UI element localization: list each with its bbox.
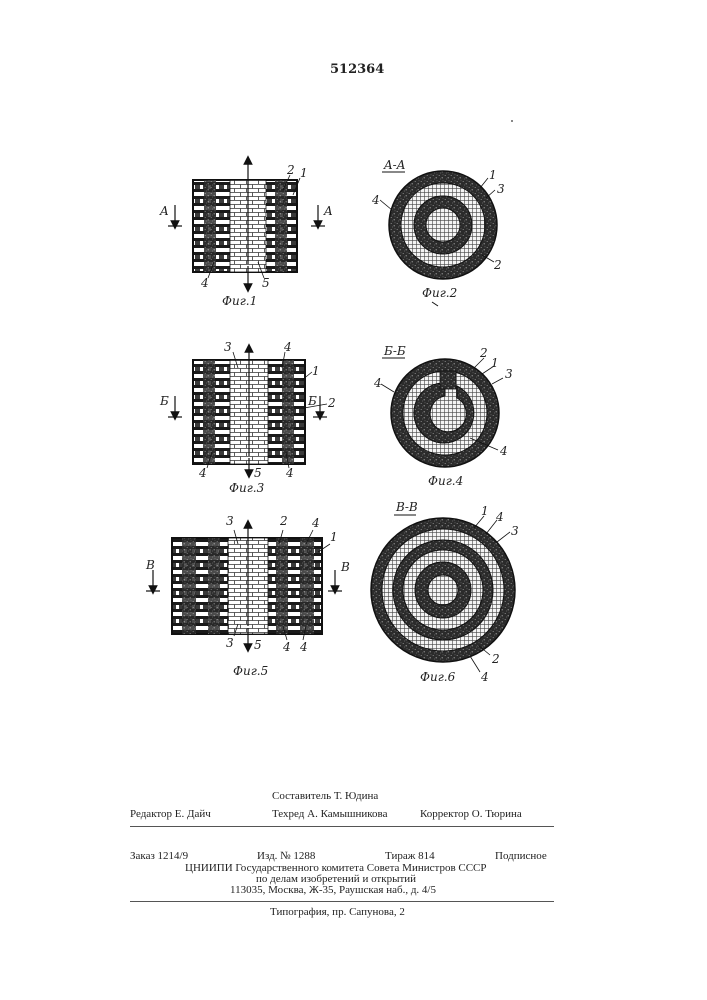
fig3-label: 4 bbox=[284, 340, 292, 354]
fig2-label: 2 bbox=[494, 258, 502, 272]
fig3-label: 2 bbox=[328, 396, 336, 410]
fig5-caption: Фиг.5 bbox=[233, 664, 268, 678]
fig4-label: 1 bbox=[491, 356, 499, 370]
fig3-section-mark: Б bbox=[160, 394, 169, 408]
fig6-label: 4 bbox=[496, 510, 504, 524]
fig2-label: 3 bbox=[497, 182, 505, 196]
fig3-label: 5 bbox=[254, 466, 262, 480]
fig1-label: 4 bbox=[201, 276, 209, 290]
imprint-divider-bottom bbox=[130, 901, 554, 902]
fig5-label: 4 bbox=[312, 516, 320, 530]
fig5-drawing bbox=[146, 524, 342, 648]
fig5-label: 2 bbox=[280, 514, 288, 528]
imprint-order: Заказ 1214/9 bbox=[130, 850, 188, 862]
fig2-section-title: A-A bbox=[384, 158, 405, 172]
fig5-label: 1 bbox=[330, 530, 338, 544]
imprint-printer: Типография, пр. Сапунова, 2 bbox=[270, 906, 405, 918]
fig5-label: 3 bbox=[226, 636, 234, 650]
fig2-label: 4 bbox=[372, 193, 380, 207]
fig4-caption: Фиг.4 bbox=[428, 474, 463, 488]
imprint-corrector: Корректор О. Тюрина bbox=[420, 808, 522, 820]
fig1-label: 2 bbox=[287, 163, 295, 177]
imprint-compiler: Составитель Т. Юдина bbox=[272, 790, 378, 802]
fig5-label: 3 bbox=[226, 514, 234, 528]
fig4-label: 2 bbox=[480, 346, 488, 360]
fig6-label: 2 bbox=[492, 652, 500, 666]
fig3-label: 1 bbox=[312, 364, 320, 378]
fig5-section-mark: В bbox=[146, 558, 155, 572]
fig4-label: 4 bbox=[374, 376, 382, 390]
fig2-caption: Фиг.2 bbox=[422, 286, 457, 300]
patent-number: 512364 bbox=[330, 62, 384, 77]
fig5-label: 5 bbox=[254, 638, 262, 652]
fig2-label: 1 bbox=[489, 168, 497, 182]
fig1-section-mark: A bbox=[324, 204, 333, 218]
fig1-caption: Фиг.1 bbox=[222, 294, 257, 308]
fig4-drawing bbox=[381, 358, 503, 467]
stray-dot bbox=[511, 120, 513, 122]
fig3-label: 3 bbox=[224, 340, 232, 354]
fig1-section-mark: A bbox=[160, 204, 169, 218]
imprint-techred: Техред А. Камышникова bbox=[272, 808, 387, 820]
imprint-circulation: Тираж 814 bbox=[385, 850, 435, 862]
imprint-subscription: Подписное bbox=[495, 850, 547, 862]
fig4-label: 3 bbox=[505, 367, 513, 381]
fig6-label: 3 bbox=[511, 524, 519, 538]
fig5-section-mark: В bbox=[341, 560, 350, 574]
fig6-caption: Фиг.6 bbox=[420, 670, 455, 684]
imprint-editor: Редактор Е. Дайч bbox=[130, 808, 211, 820]
fig5-label: 4 bbox=[283, 640, 291, 654]
fig4-section-title: Б-Б bbox=[384, 344, 406, 358]
fig6-drawing bbox=[371, 515, 515, 672]
fig4-label: 4 bbox=[500, 444, 508, 458]
fig2-drawing bbox=[380, 171, 497, 279]
fig5-label: 4 bbox=[300, 640, 308, 654]
imprint-divider-top bbox=[130, 826, 554, 827]
fig1-label: 5 bbox=[262, 276, 270, 290]
fig6-section-title: В-В bbox=[396, 500, 418, 514]
fig3-label: 4 bbox=[286, 466, 294, 480]
imprint-edition: Изд. № 1288 bbox=[257, 850, 315, 862]
fig6-label: 1 bbox=[481, 504, 489, 518]
fig3-label: 4 bbox=[199, 466, 207, 480]
stray-mark bbox=[432, 302, 438, 306]
fig3-section-mark: Б bbox=[308, 394, 317, 408]
fig3-caption: Фиг.3 bbox=[229, 481, 264, 495]
imprint-address: 113035, Москва, Ж-35, Раушская наб., д. … bbox=[230, 884, 436, 896]
fig1-label: 1 bbox=[300, 166, 308, 180]
fig3-drawing bbox=[168, 348, 327, 474]
fig6-label: 4 bbox=[481, 670, 489, 684]
